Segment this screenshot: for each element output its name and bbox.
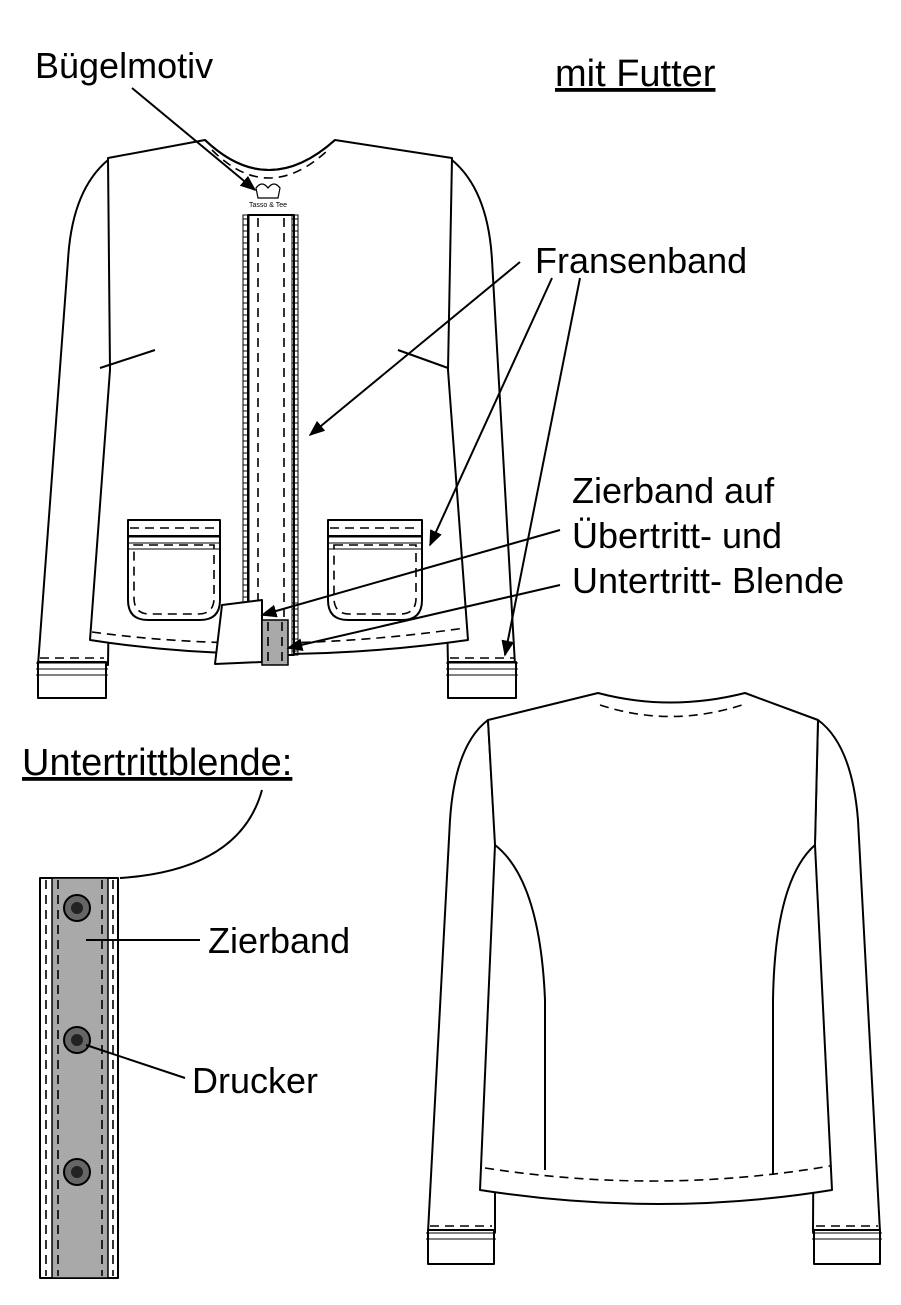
right-dart	[397, 349, 449, 369]
trim-tape	[51, 877, 109, 1279]
label-trim-line1: Zierband auf	[572, 470, 775, 511]
front-placket	[242, 214, 299, 656]
motif-arrow	[131, 87, 257, 192]
label-trim-tape: Zierband	[208, 920, 350, 961]
underlap-detail	[214, 599, 289, 666]
motif-text: Tasso & Tee	[249, 202, 287, 209]
snap	[63, 894, 91, 922]
neckline	[204, 139, 336, 171]
label-trim-line3: Untertritt- Blende	[572, 560, 844, 601]
label-trim-line2: Übertritt- und	[572, 515, 782, 556]
fringe-arrow-3	[501, 277, 581, 657]
left-pocket	[127, 519, 221, 621]
left-cuff	[36, 657, 108, 699]
facing-curve	[119, 789, 263, 879]
back-right-seam	[772, 844, 816, 1175]
front-view: Tasso & Tee	[36, 139, 518, 699]
label-snap: Drucker	[192, 1060, 318, 1101]
back-left-seam	[494, 844, 546, 1170]
label-iron-motif: Bügelmotiv	[35, 45, 213, 86]
right-pocket	[327, 519, 423, 621]
trim-arrow-1	[260, 529, 561, 618]
fringe-arrow-1	[308, 261, 521, 437]
fringe-arrow-2	[429, 277, 553, 547]
label-fringe-tape: Fransenband	[535, 240, 747, 281]
underlap-facing-detail	[39, 789, 263, 1279]
labels: Bügelmotiv mit Futter Fransenband Zierba…	[22, 45, 844, 1101]
back-left-cuff	[426, 1225, 496, 1265]
back-neck-stitch	[599, 704, 743, 718]
leader-lines	[85, 87, 581, 1079]
right-cuff	[446, 657, 518, 699]
neckline-stitch	[211, 149, 329, 179]
title-with-lining: mit Futter	[555, 53, 716, 95]
trim-arrow-2	[286, 584, 561, 651]
left-dart	[99, 349, 156, 369]
snap	[63, 1026, 91, 1054]
label-underlap-facing: Untertrittblende:	[22, 742, 292, 784]
back-hem-stitch	[484, 1165, 831, 1182]
snap-leader	[85, 1044, 186, 1079]
iron-motif: Tasso & Tee	[249, 183, 287, 209]
snap	[63, 1158, 91, 1186]
back-right-cuff	[812, 1225, 882, 1265]
back-view	[426, 692, 882, 1265]
back-body	[479, 692, 833, 1205]
